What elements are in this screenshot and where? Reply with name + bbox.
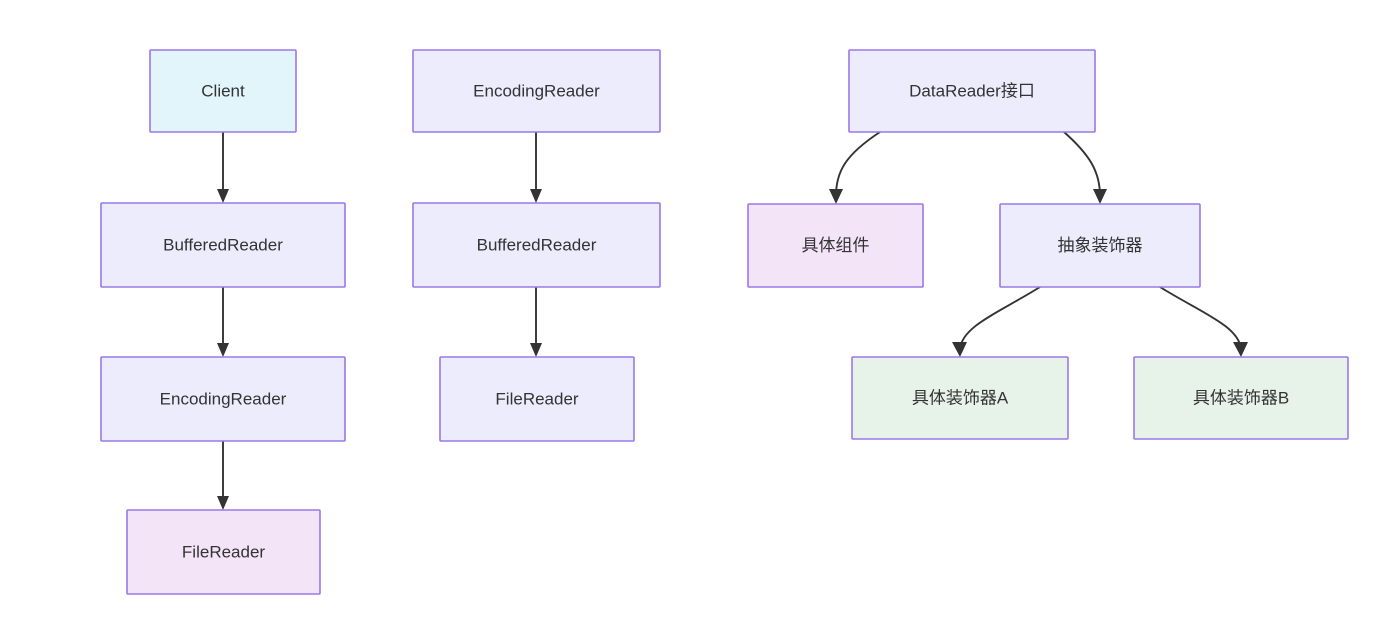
node-abstract-decorator[interactable]: 抽象装饰器 — [999, 203, 1201, 288]
edges-layer — [217, 131, 1248, 510]
node-box[interactable] — [1133, 356, 1349, 440]
arrow-head-icon — [217, 189, 229, 203]
arrow-head-icon — [829, 189, 843, 204]
edge-line — [959, 286, 1041, 350]
node-label: 具体组件 — [802, 236, 870, 255]
edge-buffered-reader-2-to-file-reader-2 — [530, 287, 542, 357]
edge-abstract-decorator-to-concrete-decorator-a — [952, 286, 1041, 357]
node-file-reader-2[interactable]: FileReader — [439, 356, 635, 442]
node-encoding-reader-1[interactable]: EncodingReader — [100, 356, 346, 442]
node-box[interactable] — [126, 509, 321, 595]
arrow-head-icon — [530, 189, 542, 203]
edge-abstract-decorator-to-concrete-decorator-b — [1159, 286, 1248, 357]
node-label: FileReader — [495, 389, 578, 408]
arrow-head-icon — [217, 496, 229, 510]
node-box[interactable] — [851, 356, 1069, 440]
arrow-head-icon — [530, 343, 542, 357]
nodes-layer: ClientBufferedReaderEncodingReaderFileRe… — [100, 49, 1349, 595]
node-client[interactable]: Client — [149, 49, 297, 133]
edge-line — [835, 131, 881, 197]
arrow-head-icon — [1093, 189, 1107, 204]
node-label: FileReader — [182, 542, 265, 561]
node-box[interactable] — [999, 203, 1201, 288]
edge-line — [1159, 286, 1242, 350]
edge-encoding-reader-1-to-file-reader-1 — [217, 441, 229, 510]
edge-encoding-reader-2-to-buffered-reader-2 — [530, 132, 542, 203]
edge-data-reader-interface-to-concrete-component — [829, 131, 881, 204]
node-box[interactable] — [439, 356, 635, 442]
arrow-head-icon — [217, 343, 229, 357]
edge-buffered-reader-1-to-encoding-reader-1 — [217, 287, 229, 357]
edge-line — [1063, 131, 1101, 197]
node-file-reader-1[interactable]: FileReader — [126, 509, 321, 595]
node-encoding-reader-2[interactable]: EncodingReader — [412, 49, 661, 133]
node-label: BufferedReader — [477, 235, 597, 254]
edge-data-reader-interface-to-abstract-decorator — [1063, 131, 1107, 204]
node-label: EncodingReader — [160, 389, 287, 408]
node-box[interactable] — [412, 202, 661, 288]
node-concrete-component[interactable]: 具体组件 — [747, 203, 924, 288]
node-label: 具体装饰器B — [1193, 388, 1289, 407]
node-concrete-decorator-b[interactable]: 具体装饰器B — [1133, 356, 1349, 440]
arrow-head-icon — [1233, 342, 1248, 357]
node-data-reader-interface[interactable]: DataReader接口 — [848, 49, 1096, 133]
node-label: Client — [201, 81, 245, 100]
node-buffered-reader-1[interactable]: BufferedReader — [100, 202, 346, 288]
node-concrete-decorator-a[interactable]: 具体装饰器A — [851, 356, 1069, 440]
node-box[interactable] — [747, 203, 924, 288]
node-label: BufferedReader — [163, 235, 283, 254]
node-label: DataReader接口 — [909, 81, 1035, 100]
arrow-head-icon — [952, 342, 967, 357]
edge-client-to-buffered-reader-1 — [217, 132, 229, 203]
node-buffered-reader-2[interactable]: BufferedReader — [412, 202, 661, 288]
node-box[interactable] — [149, 49, 297, 133]
node-box[interactable] — [100, 356, 346, 442]
node-label: 抽象装饰器 — [1058, 236, 1143, 255]
node-label: EncodingReader — [473, 81, 600, 100]
node-box[interactable] — [412, 49, 661, 133]
node-box[interactable] — [848, 49, 1096, 133]
node-box[interactable] — [100, 202, 346, 288]
node-label: 具体装饰器A — [912, 388, 1009, 407]
